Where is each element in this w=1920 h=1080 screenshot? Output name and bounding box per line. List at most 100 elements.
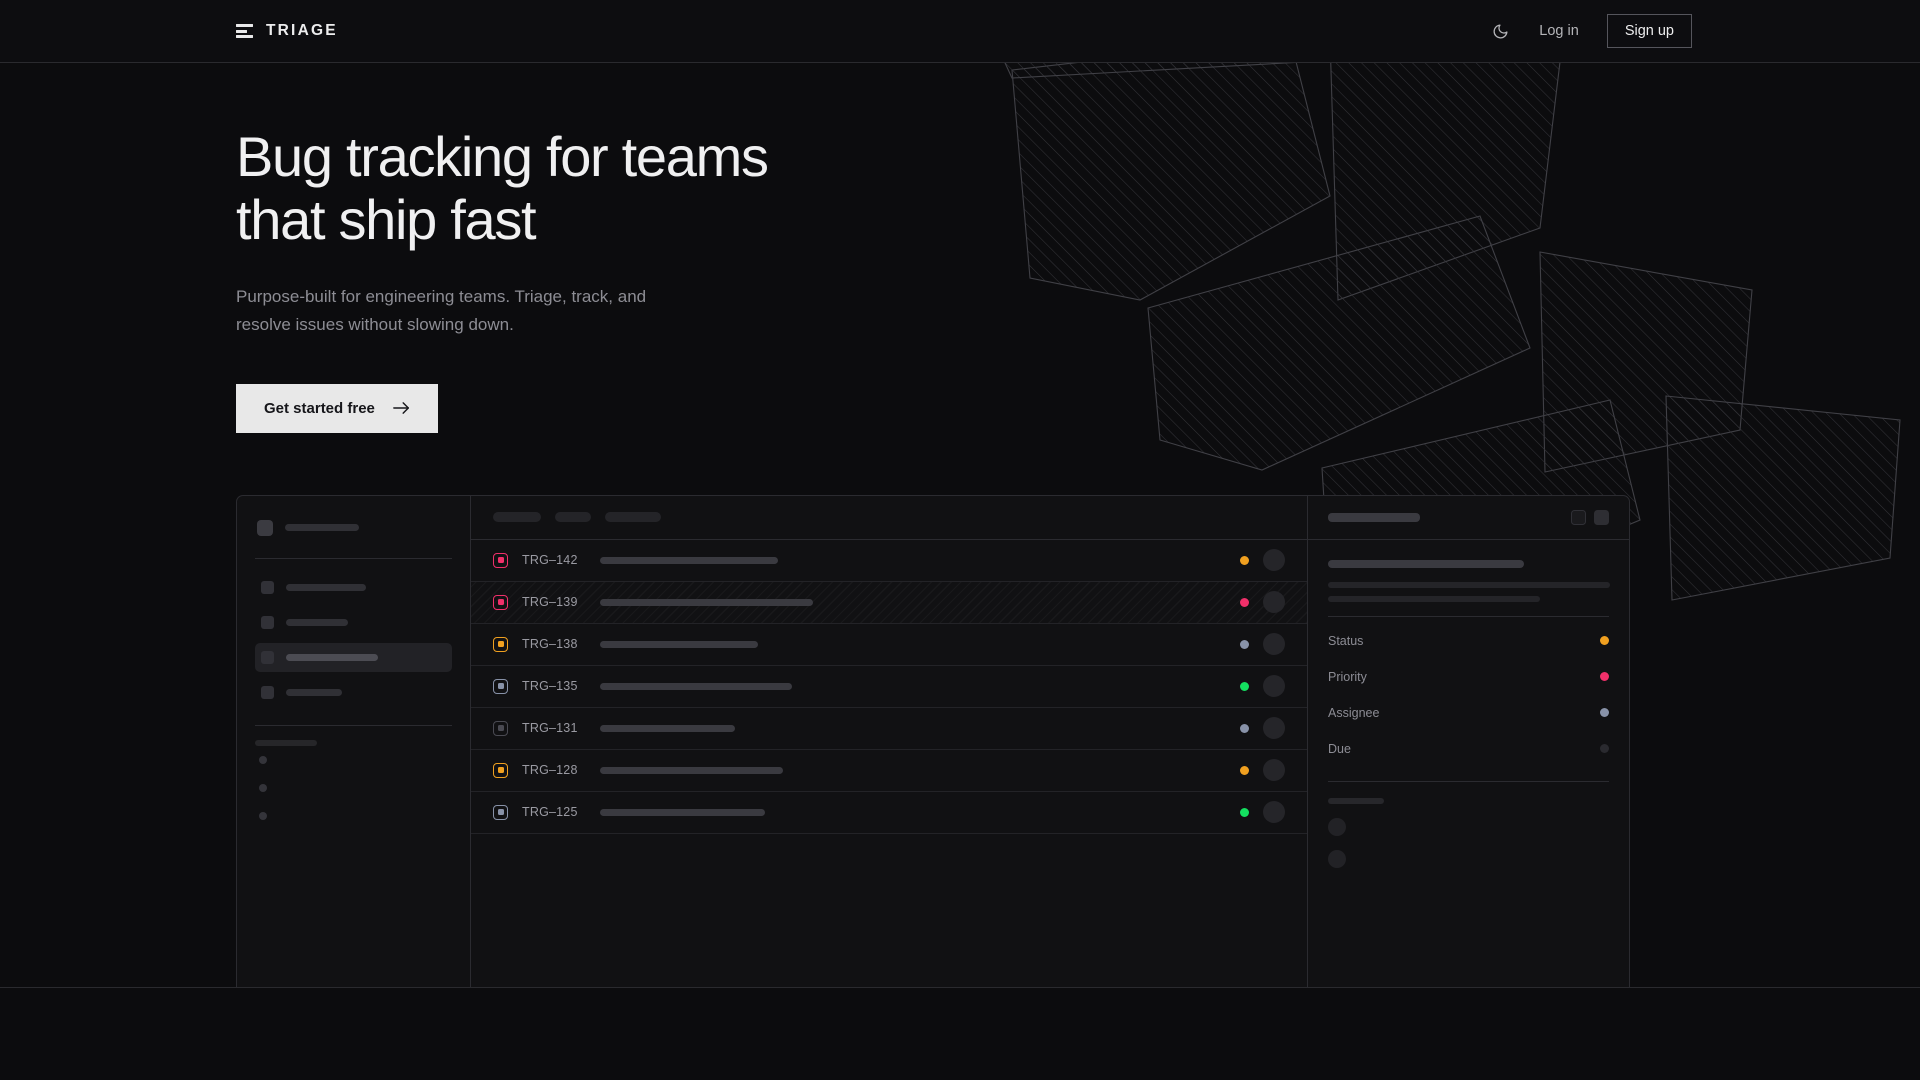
issue-row-meta [1240,591,1307,613]
sidebar-mini-item-3[interactable] [255,802,452,830]
assignee-avatar[interactable] [1263,717,1285,739]
issue-title-placeholder [600,808,765,816]
detail-field-assignee[interactable]: Assignee [1328,695,1609,731]
activity-avatar-1 [1328,817,1346,836]
sidebar-mini-item-2[interactable] [255,774,452,802]
sidebar-item-2[interactable] [255,608,452,637]
sidebar-item-1[interactable] [255,573,452,602]
sidebar-section-label-placeholder [255,739,317,746]
issue-title-placeholder [600,766,783,774]
status-dot-icon [1240,765,1249,775]
workspace-icon [257,519,273,536]
mini-dot-icon [259,755,267,764]
priority-icon [493,762,508,778]
brand-logo[interactable]: TRIAGE [236,22,338,40]
detail-text-placeholder-1 [1328,581,1610,588]
page-title: Bug tracking for teams that ship fast [236,125,769,251]
header-actions: Log in Sign up [1489,14,1692,48]
issue-row[interactable]: TRG–142 [471,540,1307,582]
assignee-avatar[interactable] [1263,633,1285,655]
mock-workspace-switcher[interactable] [255,516,452,540]
detail-field-priority[interactable]: Priority [1328,659,1609,695]
priority-icon [493,552,508,568]
issue-row[interactable]: TRG–139 [471,581,1307,624]
detail-field-status[interactable]: Status [1328,623,1609,659]
sidebar-divider-top [255,557,452,559]
field-label: Status [1328,633,1364,648]
issue-row[interactable]: TRG–128 [471,750,1307,792]
nav-icon [261,685,274,699]
priority-icon [493,720,508,736]
get-started-button[interactable]: Get started free [236,383,438,433]
mock-toolbar [471,496,1307,540]
priority-icon [493,678,508,694]
panel-button-2[interactable] [1594,509,1609,525]
status-dot-icon [1240,555,1249,565]
issue-id: TRG–128 [522,763,578,777]
sidebar-item-4[interactable] [255,678,452,707]
field-label: Priority [1328,669,1367,684]
nav-label-placeholder [286,653,378,661]
issue-id: TRG–142 [522,553,578,567]
moon-icon[interactable] [1489,20,1511,42]
sidebar-mini-item-1[interactable] [255,746,452,774]
issue-title-placeholder [600,682,792,690]
signup-button[interactable]: Sign up [1606,14,1692,48]
issue-row[interactable]: TRG–135 [471,666,1307,708]
field-value-dot-icon [1600,708,1609,717]
detail-field-due[interactable]: Due [1328,731,1609,767]
priority-icon [493,804,508,820]
issue-row[interactable]: TRG–131 [471,708,1307,750]
nav-label-placeholder [286,583,366,591]
detail-activity-section [1328,788,1609,868]
cta-label: Get started free [264,399,375,417]
issue-id: TRG–139 [522,595,578,609]
issue-row-meta [1240,549,1307,571]
section-divider [0,986,1920,988]
sidebar-item-3-active[interactable] [255,642,452,672]
nav-icon [261,650,274,664]
field-value-dot-icon [1600,672,1609,681]
triage-bars-logo-icon [236,24,253,38]
issue-row-meta [1240,801,1307,823]
nav-label-placeholder [286,688,342,696]
mini-dot-icon [259,783,267,792]
assignee-avatar[interactable] [1263,801,1285,823]
nav-label-placeholder [286,618,348,626]
login-link[interactable]: Log in [1539,23,1579,39]
issue-id: TRG–125 [522,805,578,819]
priority-icon [493,636,508,652]
assignee-avatar[interactable] [1263,549,1285,571]
status-dot-icon [1240,639,1249,649]
sidebar-divider-bottom [255,724,452,726]
activity-avatar-2 [1328,849,1346,868]
priority-icon [493,594,508,610]
toolbar-filter-1[interactable] [493,512,541,522]
toolbar-filter-2[interactable] [555,512,591,522]
field-value-dot-icon [1600,744,1609,753]
field-label: Assignee [1328,705,1380,720]
issue-title-placeholder [600,598,813,606]
detail-divider-1 [1328,615,1609,617]
assignee-avatar[interactable] [1263,591,1285,613]
issue-row-meta [1240,633,1307,655]
issue-row[interactable]: TRG–125 [471,792,1307,834]
field-label: Due [1328,741,1351,756]
assignee-avatar[interactable] [1263,675,1285,697]
toolbar-filter-3[interactable] [605,512,661,522]
assignee-avatar[interactable] [1263,759,1285,781]
mock-sidebar [237,495,471,987]
issue-row[interactable]: TRG–138 [471,624,1307,666]
nav-icon [261,615,274,629]
hero-subtitle: Purpose-built for engineering teams. Tri… [236,287,647,334]
status-dot-icon [1240,723,1249,733]
panel-button-1[interactable] [1571,509,1586,525]
status-dot-icon [1240,681,1249,691]
issue-row-meta [1240,717,1307,739]
brand-name: TRIAGE [266,22,338,39]
issue-title-placeholder [600,724,735,732]
